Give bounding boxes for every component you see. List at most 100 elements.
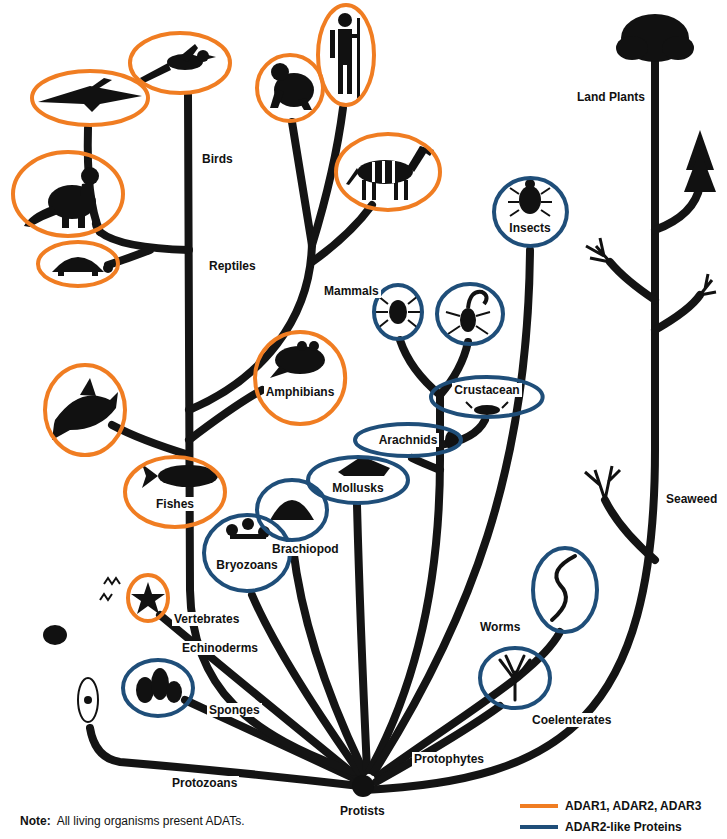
illustration-part [338, 64, 343, 94]
illustration-part [112, 425, 189, 455]
text-label: All living organisms present ADATs. [55, 814, 247, 828]
illustration-part [362, 180, 366, 200]
illustration-part [684, 150, 716, 192]
illustration-part [655, 295, 700, 330]
tree-branches [88, 60, 700, 790]
illustration-part [270, 500, 314, 520]
illustration-part [45, 365, 125, 455]
circle-outline [253, 330, 347, 426]
text-label: Insects [507, 221, 552, 235]
illustration-part [103, 263, 113, 273]
illustration-part [292, 122, 312, 245]
text-label: Amphibians [264, 385, 337, 399]
root-dot [352, 775, 374, 797]
text-label: Sponges [207, 703, 262, 717]
illustration-part [382, 161, 385, 183]
illustration-part [662, 36, 694, 60]
illustration-part [357, 505, 367, 770]
illustration-part [586, 238, 610, 262]
illustration-part [197, 50, 209, 62]
illustration-part [58, 271, 64, 276]
illustration-part [81, 167, 99, 185]
illustration-part [293, 548, 364, 772]
illustration-part [389, 300, 407, 324]
marker-circles [13, 5, 597, 716]
illustration-part [104, 578, 120, 584]
circle-outline [123, 455, 227, 529]
illustration-part [80, 378, 96, 396]
text-label: Mammals [322, 284, 381, 298]
text-label: Protozoans [170, 776, 239, 790]
illustration-part [374, 285, 422, 339]
organism-silhouettes [24, 13, 716, 722]
text-label: Reptiles [207, 259, 258, 273]
illustration-part [372, 161, 395, 183]
illustration-part [468, 292, 487, 308]
illustration-part [189, 390, 262, 440]
illustration-part [92, 271, 98, 276]
illustration-part [100, 594, 112, 600]
illustration-part [585, 466, 620, 500]
circle-ring [494, 178, 567, 246]
illustration-part [38, 242, 118, 286]
illustration-part [533, 548, 597, 632]
illustration-part [90, 78, 112, 90]
text-label: Arachnids [377, 433, 440, 447]
legend-swatch [520, 804, 558, 808]
circle-ring [431, 377, 543, 417]
illustration-part [270, 88, 284, 108]
circle-ring [125, 457, 225, 527]
illustration-part [605, 500, 655, 560]
clade-circle: Arachnids [353, 422, 463, 458]
illustration-part [84, 696, 92, 704]
text-label: Birds [200, 152, 235, 166]
illustration-part [318, 5, 374, 105]
text-label: ADAR2-like Proteins [563, 820, 684, 834]
illustration-part [88, 128, 189, 250]
circle-outline [429, 375, 545, 419]
illustration-part [52, 257, 104, 272]
illustration-part [508, 188, 552, 216]
illustration-part [78, 214, 85, 228]
text-label: Protists [338, 804, 387, 818]
clade-circle: Mollusks [306, 455, 410, 505]
text-label: Vertebrates [172, 612, 241, 626]
text-label: Fishes [154, 497, 196, 511]
illustration-part [188, 95, 354, 772]
illustration-part [123, 660, 193, 716]
illustration-part [178, 44, 198, 62]
text-label: Protophytes [412, 752, 486, 766]
illustration-part [131, 582, 165, 614]
illustration-part [271, 63, 289, 81]
illustration-part [13, 152, 123, 236]
illustration-part [466, 402, 508, 408]
illustration-part [400, 340, 440, 395]
illustration-part [460, 308, 476, 332]
text-label: Seaweed [664, 492, 719, 506]
illustration-part [142, 464, 158, 488]
illustration-part [298, 98, 312, 110]
text-label: Echinoderms [180, 641, 260, 655]
illustration-part [230, 534, 266, 539]
illustration-part [372, 180, 376, 200]
illustration-part [208, 55, 216, 59]
illustration-part [166, 681, 182, 703]
text-label: Note: [18, 814, 53, 828]
clade-circle: Insects [492, 176, 569, 248]
illustration-part [500, 656, 530, 700]
illustration-part [412, 458, 440, 470]
illustration-part [347, 64, 352, 94]
illustration-part [552, 556, 575, 620]
text-label: Coelenterates [530, 713, 613, 727]
illustration-part [338, 13, 352, 27]
text-label: Mollusks [330, 481, 385, 495]
illustration-part [312, 205, 372, 262]
illustration-part [437, 284, 503, 344]
illustration-part [130, 33, 230, 93]
clade-circle: Amphibians [253, 330, 347, 426]
illustration-part [257, 480, 327, 540]
illustration-part [62, 214, 69, 228]
illustration-part [372, 162, 375, 182]
